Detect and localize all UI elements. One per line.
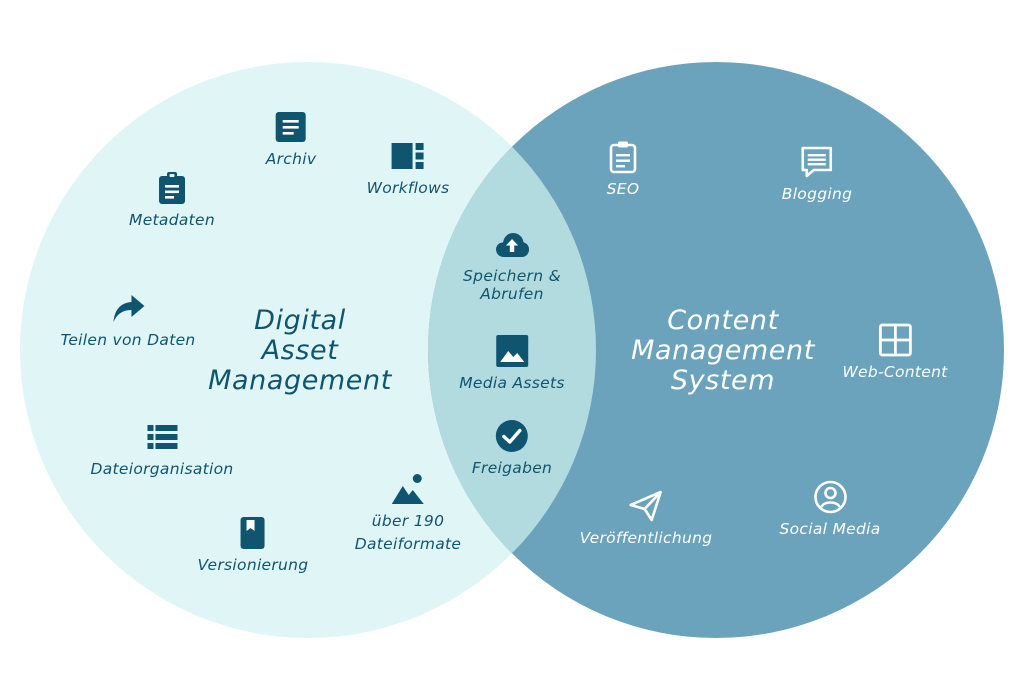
item-label: über 190 bbox=[371, 512, 445, 530]
item-label: Freigaben bbox=[471, 459, 553, 477]
item-metadaten: Metadaten bbox=[129, 171, 215, 229]
item-seo: SEO bbox=[606, 140, 640, 198]
item-label: Social Media bbox=[779, 520, 881, 538]
item-veroeffentlichung: Veröffentlichung bbox=[580, 489, 713, 547]
landscape-icon bbox=[391, 474, 424, 504]
document-icon bbox=[275, 112, 306, 142]
share-arrow-icon bbox=[112, 295, 144, 322]
item-label: Abrufen bbox=[480, 285, 544, 303]
cloud-upload-icon bbox=[495, 233, 529, 257]
item-label: Speichern & bbox=[463, 267, 561, 285]
item-teilen: Teilen von Daten bbox=[60, 291, 195, 349]
item-label: SEO bbox=[606, 180, 640, 198]
cms-title-line: Management bbox=[631, 335, 815, 366]
item-label: Dateiformate bbox=[354, 535, 462, 553]
dam-title-line: Management bbox=[208, 365, 392, 396]
item-dateiformate: über 190 Dateiformate bbox=[355, 472, 461, 553]
paper-plane-icon bbox=[629, 490, 663, 522]
item-archiv: Archiv bbox=[266, 110, 317, 168]
item-social-media: Social Media bbox=[779, 480, 880, 538]
dam-title: Digital Asset Management bbox=[208, 306, 392, 396]
item-label: Blogging bbox=[781, 185, 853, 203]
grid-icon bbox=[878, 323, 912, 357]
item-label: Veröffentlichung bbox=[579, 529, 713, 547]
list-icon bbox=[146, 425, 177, 449]
chat-icon bbox=[801, 146, 833, 178]
item-label: Dateiorganisation bbox=[90, 460, 234, 478]
check-circle-icon bbox=[496, 420, 528, 452]
cms-title-line: System bbox=[670, 365, 776, 396]
item-label: Metadaten bbox=[129, 211, 215, 229]
item-label: Versionierung bbox=[197, 556, 309, 574]
item-label: Web-Content bbox=[842, 363, 948, 381]
cms-title-line: Content bbox=[667, 305, 779, 336]
clipboard-icon bbox=[159, 172, 185, 204]
item-label: Archiv bbox=[265, 150, 317, 168]
cms-title: Content Management System bbox=[631, 306, 815, 396]
image-icon bbox=[496, 335, 528, 367]
item-media-assets: Media Assets bbox=[459, 334, 565, 392]
bookmark-icon bbox=[241, 517, 265, 549]
clipboard-icon bbox=[609, 141, 637, 174]
dam-circle bbox=[20, 62, 596, 638]
item-label: Teilen von Daten bbox=[60, 331, 196, 349]
item-versionierung: Versionierung bbox=[198, 516, 309, 574]
dam-title-line: Digital bbox=[254, 305, 346, 336]
item-label: Media Assets bbox=[459, 374, 565, 392]
item-blogging: Blogging bbox=[782, 145, 852, 203]
workflow-icon bbox=[391, 143, 424, 169]
item-dateiorganisation: Dateiorganisation bbox=[90, 420, 233, 478]
user-circle-icon bbox=[813, 480, 847, 514]
cms-circle bbox=[428, 62, 1004, 638]
item-workflows: Workflows bbox=[367, 139, 450, 197]
item-label: Workflows bbox=[366, 179, 450, 197]
dam-title-line: Asset bbox=[261, 335, 339, 366]
item-freigaben: Freigaben bbox=[472, 419, 552, 477]
item-web-content: Web-Content bbox=[842, 323, 947, 381]
item-speichern: Speichern & Abrufen bbox=[463, 227, 561, 303]
